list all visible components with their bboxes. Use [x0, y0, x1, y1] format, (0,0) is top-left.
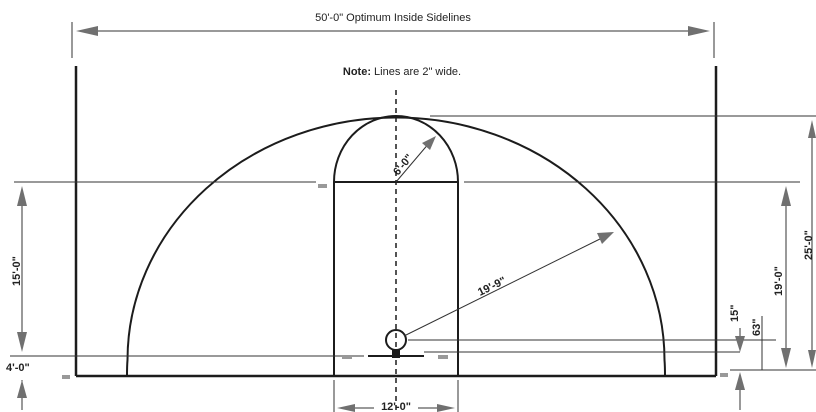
top-dimension: 50'-0" Optimum Inside Sidelines: [71, 12, 715, 58]
rim-height-arrow: [735, 336, 745, 352]
three-point-radius-dimension: 19'-9": [403, 232, 614, 337]
free-throw-distance-label: 15'-0": [11, 256, 23, 286]
three-point-radius-line: [403, 235, 607, 337]
lane-width-right-arrow: [437, 404, 455, 412]
lane-length-top-arrow: [781, 186, 791, 206]
court-lines: [62, 66, 728, 412]
bottom-right-up-arrow: [735, 372, 745, 390]
rim-center-label: 63": [751, 319, 763, 336]
free-throw-dim-bottom-arrow: [17, 332, 27, 352]
lane-length-label: 19'-0": [773, 266, 785, 296]
circle-radius-dimension: 6'-0": [391, 136, 436, 183]
backboard-offset-label: 4'-0": [6, 362, 30, 374]
note: Note: Lines are 2" wide.: [343, 66, 461, 78]
note-label: Note:: [343, 66, 371, 78]
top-dim-left-arrow: [76, 26, 98, 36]
free-throw-circle: [333, 115, 459, 183]
arc-depth-bottom-arrow: [808, 350, 816, 368]
circle-radius-line: [395, 141, 431, 183]
three-point-radius-label: 19'-9": [476, 275, 508, 299]
free-throw-dim-top-arrow: [17, 186, 27, 206]
lane-width-left-arrow: [337, 404, 355, 412]
free-throw-distance-dimension: 15'-0": [11, 181, 316, 352]
top-dim-right-arrow: [688, 26, 710, 36]
backboard-offset-dimension: 4'-0": [6, 355, 364, 410]
three-point-radius-arrow: [597, 232, 614, 244]
lane-length-bottom-arrow: [781, 348, 791, 368]
backboard-support: [392, 350, 400, 358]
right-dimensions: 19'-0" 25'-0" 15" 63": [408, 115, 816, 410]
arc-depth-label: 25'-0": [803, 230, 815, 260]
note-text: Lines are 2" wide.: [371, 66, 461, 78]
arc-depth-top-arrow: [808, 120, 816, 138]
lane-width-label: 12'-0": [381, 401, 411, 412]
top-dimension-label: 50'-0" Optimum Inside Sidelines: [315, 12, 471, 24]
lane-width-dimension: 12'-0": [333, 380, 459, 412]
circle-radius-label: 6'-0": [391, 152, 415, 178]
rim-height-label: 15": [729, 305, 741, 322]
circle-radius-arrow: [422, 136, 436, 150]
backboard-dim-arrow: [17, 380, 27, 398]
